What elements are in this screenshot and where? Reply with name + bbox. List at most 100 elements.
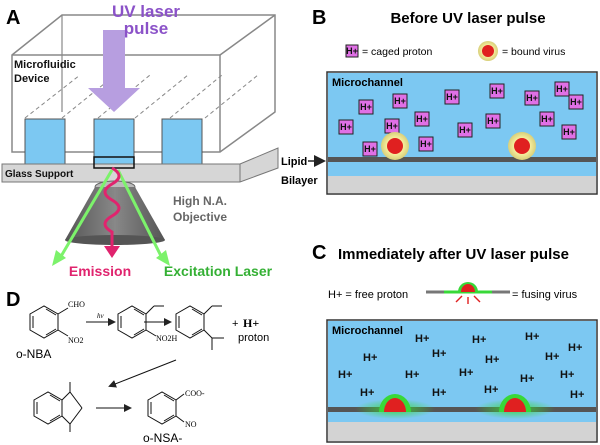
onsa-no: NO <box>185 420 197 429</box>
svg-text:H+: H+ <box>360 102 372 112</box>
free-proton: H+ <box>568 342 582 354</box>
plus-sign: + <box>232 318 238 330</box>
panel-letter-a: A <box>6 7 20 29</box>
free-proton: H+ <box>360 387 374 399</box>
legend-free-proton: H+ = free proton <box>328 289 408 301</box>
lipid-bilayer-c <box>328 407 596 412</box>
glass-support-label: Glass Support <box>5 169 74 180</box>
svg-text:H+: H+ <box>491 86 503 96</box>
hv-label: hν <box>97 312 105 320</box>
uv-label-line1: UV laser <box>112 2 180 21</box>
caged-proton: H+ <box>561 124 577 140</box>
legend-caged-proton-icon <box>345 44 359 58</box>
svg-text:H+: H+ <box>364 144 376 154</box>
caged-proton: H+ <box>384 118 400 134</box>
svg-text:H+: H+ <box>541 114 553 124</box>
svg-text:H+: H+ <box>446 92 458 102</box>
channel-label-b: Microchannel <box>332 77 403 89</box>
free-proton: H+ <box>405 369 419 381</box>
panel-a: A Microfluidic Device Glass Support <box>1 2 279 279</box>
caged-proton: H+ <box>414 111 430 127</box>
caged-proton: H+ <box>358 99 374 115</box>
molecule-onba <box>29 305 69 339</box>
free-proton: H+ <box>459 367 473 379</box>
lipid-label-line1: Lipid <box>281 156 307 168</box>
legend-bound-virus: = bound virus <box>502 46 565 58</box>
objective-label-line1: High N.A. <box>173 194 227 208</box>
svg-text:H+: H+ <box>340 122 352 132</box>
channel-label-c: Microchannel <box>332 325 403 337</box>
svg-text:H+: H+ <box>526 93 538 103</box>
onba-name: o-NBA <box>16 347 51 361</box>
device-label-line2: Device <box>14 73 49 85</box>
molecule-cyclic <box>33 382 83 432</box>
panel-letter-c: C <box>312 242 326 264</box>
free-protons: H+ H+ H+ H+ H+ H+ H+ H+ H+ H+ H+ H+ H+ H… <box>338 331 584 401</box>
free-proton: H+ <box>363 352 377 364</box>
channel-fluid-lower-c <box>328 412 596 422</box>
channel-fluid-c <box>328 321 596 407</box>
molecule-intermediate <box>117 305 164 339</box>
excitation-beam-left <box>58 169 114 259</box>
onsa-name: o-NSA- <box>143 431 182 445</box>
panel-c: C Immediately after UV laser pulse H+ = … <box>312 242 598 443</box>
legend-caged-proton: = caged proton <box>362 46 433 58</box>
channel-left <box>24 118 66 165</box>
panel-c-title: Immediately after UV laser pulse <box>338 246 569 263</box>
channel-right <box>161 118 203 165</box>
free-proton: H+ <box>525 331 539 343</box>
free-proton: H+ <box>520 373 534 385</box>
svg-text:H+: H+ <box>563 127 575 137</box>
caged-proton: H+ <box>524 90 540 106</box>
free-proton: H+ <box>560 369 574 381</box>
svg-text:H+: H+ <box>459 125 471 135</box>
caged-proton: H+ <box>362 141 378 157</box>
emission-label: Emission <box>69 263 131 279</box>
caged-protons: H+ H+ H+ H+ H+ H+ H+ H+ H+ H+ H+ H+ H+ H… <box>338 81 584 157</box>
caged-proton: H+ <box>485 113 501 129</box>
lipid-bilayer-b <box>328 157 596 162</box>
panel-b-title: Before UV laser pulse <box>390 10 545 27</box>
fusing-virus <box>475 394 555 419</box>
panel-letter-d: D <box>6 289 20 311</box>
panel-d: D CHO NO2 o-NBA hν NO2H <box>6 289 269 445</box>
caged-proton: H+ <box>568 94 584 110</box>
svg-text:H+: H+ <box>487 116 499 126</box>
fusing-virus <box>355 394 435 419</box>
svg-text:H+: H+ <box>394 96 406 106</box>
channel-fluid-lower-b <box>328 162 596 176</box>
free-proton: H+ <box>484 384 498 396</box>
legend-fusing-virus: = fusing virus <box>512 289 578 301</box>
free-proton: H+ <box>485 354 499 366</box>
caged-proton: H+ <box>457 122 473 138</box>
legend-caged-proton-symbol: H+ <box>346 46 358 56</box>
uv-label-line2: pulse <box>124 19 168 38</box>
caged-proton: H+ <box>418 136 434 152</box>
svg-text:H+: H+ <box>416 114 428 124</box>
emission-wave <box>103 166 121 248</box>
h-plus: H+ <box>243 316 259 330</box>
free-proton: H+ <box>338 369 352 381</box>
proton-label: proton <box>238 332 269 344</box>
onsa-coo: COO- <box>185 389 205 398</box>
free-proton: H+ <box>415 333 429 345</box>
caged-proton: H+ <box>392 93 408 109</box>
panel-b: B Before UV laser pulse H+ = caged proto… <box>281 7 598 195</box>
intermediate-no2h: NO2H <box>156 334 178 343</box>
free-proton: H+ <box>545 351 559 363</box>
svg-text:H+: H+ <box>570 97 582 107</box>
substrate-b <box>328 176 596 193</box>
molecule-onsa <box>147 391 185 425</box>
svg-text:H+: H+ <box>556 84 568 94</box>
lipid-label-line2: Bilayer <box>281 175 318 187</box>
caged-proton: H+ <box>489 83 505 99</box>
onba-cho: CHO <box>68 300 85 309</box>
caged-proton: H+ <box>554 81 570 97</box>
reaction-arrow-3 <box>108 359 177 388</box>
free-proton: H+ <box>570 389 584 401</box>
objective-label-line2: Objective <box>173 210 227 224</box>
svg-text:H+: H+ <box>420 139 432 149</box>
free-proton: H+ <box>432 387 446 399</box>
excitation-beam-right <box>116 169 164 259</box>
caged-proton: H+ <box>539 111 555 127</box>
